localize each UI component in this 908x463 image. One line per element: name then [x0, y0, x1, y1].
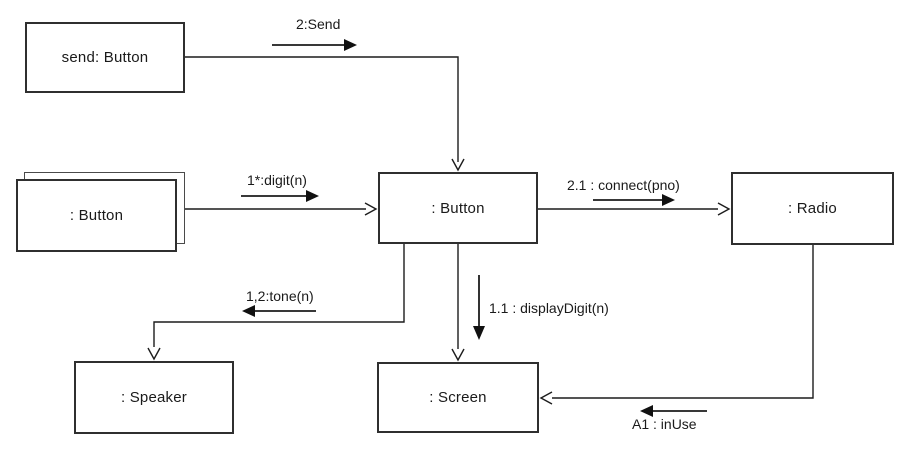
open-arrowhead-down-icon — [451, 158, 465, 172]
message-label-send: 2:Send — [296, 16, 341, 32]
link-button-array-to-button — [184, 202, 378, 216]
message-label-connect: 2.1 : connect(pno) — [567, 177, 680, 193]
message-label-digit: 1*:digit(n) — [247, 172, 307, 188]
message-arrow-connect-icon — [593, 194, 675, 206]
open-arrowhead-down-icon — [147, 347, 161, 361]
open-arrowhead-right-icon — [717, 202, 731, 216]
node-button-array[interactable]: : Button — [16, 179, 177, 252]
node-speaker[interactable]: : Speaker — [74, 361, 234, 434]
message-arrow-display-digit-icon — [473, 275, 485, 340]
link-button-to-speaker — [147, 244, 405, 361]
node-send-button[interactable]: send: Button — [25, 22, 185, 93]
message-arrow-digit-icon — [241, 190, 319, 202]
message-label-in-use: A1 : inUse — [632, 416, 697, 432]
link-radio-to-screen — [539, 245, 814, 405]
message-label-display-digit: 1.1 : displayDigit(n) — [489, 300, 609, 316]
node-send-button-label: send: Button — [61, 49, 149, 66]
node-radio-label: : Radio — [788, 200, 837, 217]
message-arrow-send-icon — [272, 39, 357, 51]
node-screen[interactable]: : Screen — [377, 362, 539, 433]
message-arrow-tone-icon — [242, 305, 316, 317]
node-speaker-label: : Speaker — [120, 389, 187, 406]
node-radio[interactable]: : Radio — [731, 172, 894, 245]
node-button-array-label: : Button — [69, 207, 124, 224]
node-screen-label: : Screen — [429, 389, 487, 406]
message-arrow-in-use-icon — [640, 405, 707, 417]
message-label-tone: 1,2:tone(n) — [246, 288, 314, 304]
open-arrowhead-left-icon — [539, 391, 553, 405]
node-button[interactable]: : Button — [378, 172, 538, 244]
node-button-label: : Button — [431, 199, 485, 217]
open-arrowhead-right-icon — [364, 202, 378, 216]
open-arrowhead-down-icon — [451, 348, 465, 362]
link-button-to-radio — [538, 202, 731, 216]
link-button-to-screen — [451, 244, 465, 362]
link-send-button-to-button — [185, 56, 465, 172]
